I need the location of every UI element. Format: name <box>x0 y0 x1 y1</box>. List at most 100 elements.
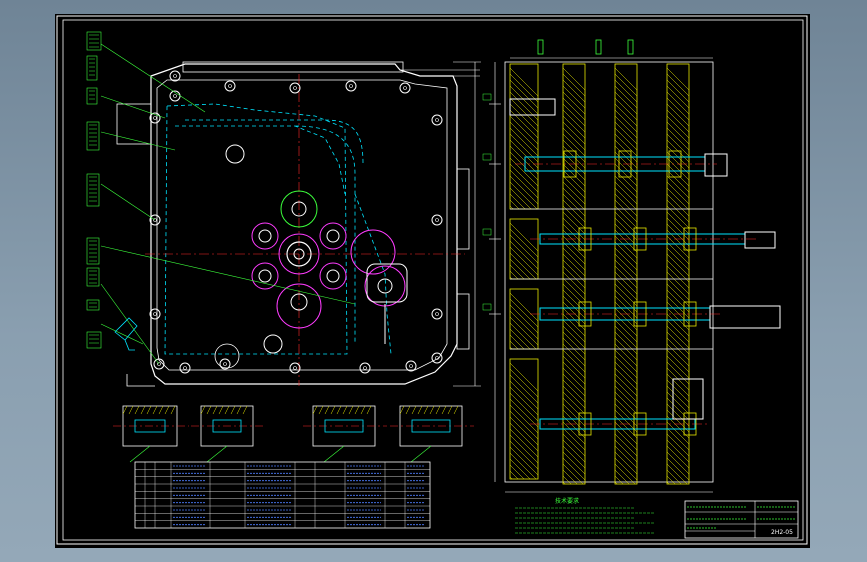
bolt-hole-icon <box>345 80 357 92</box>
hatch-stroke <box>562 241 586 265</box>
hatch-stroke <box>562 373 586 397</box>
bolt-center-icon <box>435 356 439 360</box>
hatch-stroke <box>614 349 638 373</box>
hatch-stroke <box>509 193 526 210</box>
bolt-hole-icon <box>149 214 161 226</box>
hatch-stroke <box>614 331 638 355</box>
hatch-stroke <box>509 85 539 115</box>
hatch-stroke <box>562 475 572 485</box>
hatch-stroke <box>666 175 690 199</box>
gear-section <box>683 301 697 327</box>
hatch-stroke <box>509 328 531 350</box>
detail-hatch <box>330 405 336 415</box>
hatch-stroke <box>666 469 682 485</box>
hatch-stroke <box>562 409 586 433</box>
hatch-stroke <box>509 175 539 205</box>
bolt-hole-icon <box>431 352 443 364</box>
detail-hatch <box>170 405 176 415</box>
hatch-stroke <box>614 73 638 97</box>
shaft-end-right <box>744 231 776 249</box>
gear-section <box>633 412 647 436</box>
hatch-stroke <box>562 259 586 283</box>
hatch-stroke <box>509 416 539 446</box>
tech-requirements-title: 技术要求 <box>555 497 579 505</box>
hatch-stroke <box>562 235 586 259</box>
hatch-stroke <box>666 211 690 235</box>
hatch-stroke <box>614 421 638 445</box>
bolt-center-icon <box>183 366 187 370</box>
detail-hatch <box>242 405 248 415</box>
gear-left-bore <box>258 229 272 243</box>
dim-label-box <box>482 153 492 161</box>
detail-leader <box>129 445 151 463</box>
hatch-stroke <box>509 368 539 398</box>
top-flange <box>182 61 404 73</box>
parts-table-frame <box>134 461 431 529</box>
detail-hatch <box>366 405 372 415</box>
dim-label-box <box>482 303 492 311</box>
hatch-stroke <box>562 319 586 343</box>
gear-section <box>578 227 592 251</box>
hatch-stroke <box>509 304 539 334</box>
hatch-stroke <box>509 392 539 422</box>
note-block <box>86 31 102 51</box>
hatch-stroke <box>562 181 586 205</box>
gear-center <box>278 233 320 275</box>
hatch-stroke <box>614 409 638 433</box>
gear-center-bore <box>293 248 305 260</box>
hatch-stroke <box>666 409 690 433</box>
hatch-stroke <box>509 340 519 350</box>
bolt-center-icon <box>223 362 227 366</box>
hatch-stroke <box>562 97 586 121</box>
hatch-stroke <box>562 73 586 97</box>
hatch-stroke <box>509 139 539 169</box>
dim-label-box <box>482 228 492 236</box>
gear-far-right <box>350 229 396 275</box>
hatch-stroke <box>509 205 514 210</box>
hatch-stroke <box>562 367 586 391</box>
detail-leader <box>323 445 345 463</box>
hatch-stroke <box>562 283 586 307</box>
hatch-stroke <box>666 427 690 451</box>
gear-top <box>280 190 318 228</box>
hatch-stroke <box>666 205 690 229</box>
hatch-stroke <box>666 403 690 427</box>
gear-right-bore <box>326 229 340 243</box>
note-block <box>86 87 98 105</box>
hatch-stroke <box>509 404 539 434</box>
hatch-stroke <box>666 355 690 379</box>
hatch-stroke <box>509 316 539 346</box>
hatch-stroke <box>562 169 586 193</box>
hatch-stroke <box>666 397 690 421</box>
hatch-stroke <box>614 283 638 307</box>
detail-hatch <box>360 405 366 415</box>
hatch-stroke <box>614 91 638 115</box>
detail-bolt <box>134 419 166 433</box>
hatch-stroke <box>614 121 638 145</box>
hatch-stroke <box>614 271 638 295</box>
bolt-center-icon <box>363 366 367 370</box>
hatch-stroke <box>614 133 638 157</box>
hatch-stroke <box>614 181 638 205</box>
hatch-stroke <box>614 247 638 271</box>
hatch-stroke <box>614 217 638 241</box>
detail-hatch <box>128 405 134 415</box>
hatch-stroke <box>614 475 624 485</box>
section-outline <box>504 61 714 483</box>
hatch-stroke <box>614 433 638 457</box>
hatch-stroke <box>562 199 586 223</box>
detail-hatch <box>206 405 212 415</box>
hatch-stroke <box>614 397 638 421</box>
hatch-stroke <box>509 386 539 416</box>
detail-leader <box>410 445 432 463</box>
hatch-stroke <box>509 151 539 181</box>
hatch-stroke <box>562 403 586 427</box>
bolt-hole-icon <box>179 362 191 374</box>
hatch-stroke <box>666 187 690 211</box>
hatch-stroke <box>614 85 638 109</box>
housing-inner-wall <box>156 79 448 371</box>
hatch-stroke <box>614 265 638 289</box>
hatch-stroke <box>509 440 539 470</box>
hatch-stroke <box>666 91 690 115</box>
hatch-stroke <box>666 475 676 485</box>
